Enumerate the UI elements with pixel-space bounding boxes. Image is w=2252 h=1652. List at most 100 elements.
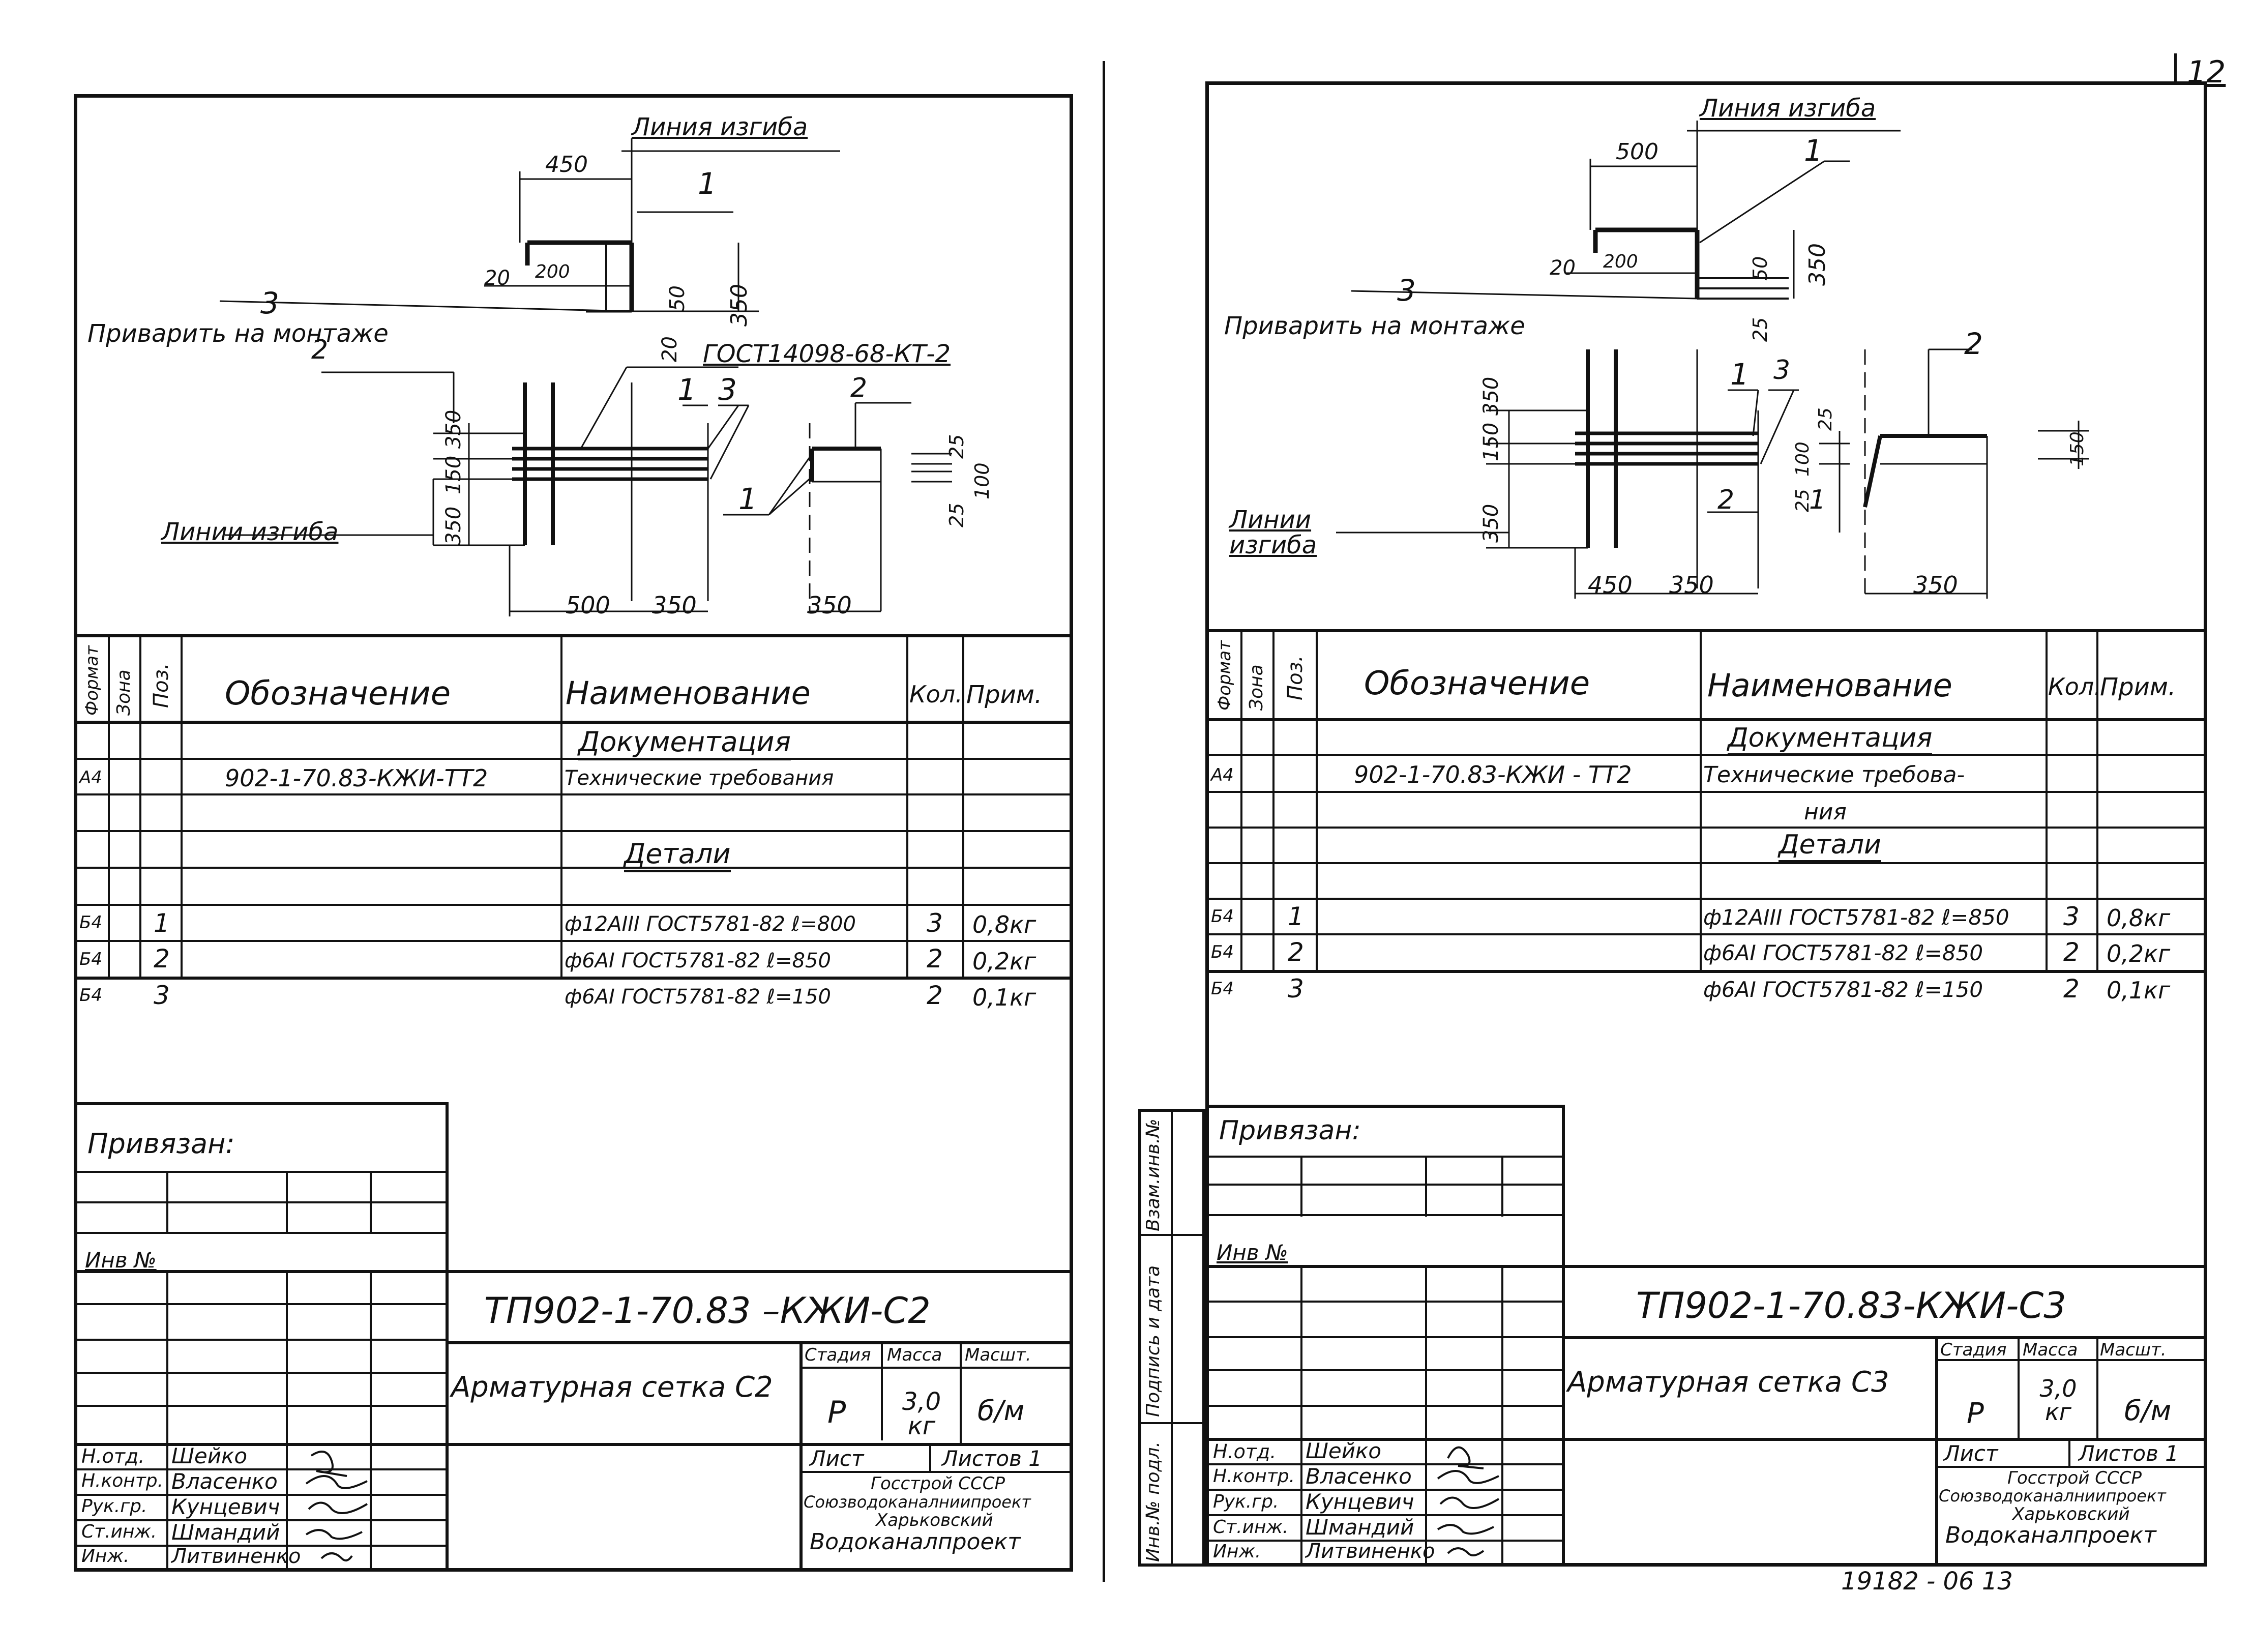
staff-name: Шмандий <box>171 1520 280 1545</box>
row-qty: 3 <box>2063 902 2080 931</box>
pos-label-1: 1 <box>698 166 717 201</box>
section-parts: Детали <box>624 840 731 872</box>
row-note: 0,2кг <box>2107 940 2171 967</box>
tb-line <box>1562 1336 2206 1339</box>
header-note: Прим. <box>2100 673 2176 701</box>
dim-bottom-450: 450 <box>1588 571 1633 599</box>
stage-value: Р <box>1967 1397 1984 1430</box>
tb-line <box>1300 1156 1302 1217</box>
tb-line <box>1501 1265 1503 1565</box>
pos-label-1b: 1 <box>677 372 696 407</box>
tb-line <box>1501 1156 1503 1217</box>
row-line <box>1209 933 2206 935</box>
sheets-count: Листов 1 <box>942 1446 1042 1471</box>
col-line <box>139 634 141 977</box>
pos-label-3b: 3 <box>718 372 737 407</box>
section-docs: Документация <box>578 728 791 760</box>
row-line <box>1209 827 2206 829</box>
tb-line <box>1209 1463 1565 1465</box>
stamp-line <box>1171 1112 1173 1565</box>
pos-label-2b: 2 <box>850 373 868 403</box>
row-line <box>1209 754 2206 756</box>
tb-line <box>1562 1105 1565 1280</box>
col-line <box>108 634 110 977</box>
rebar-drawing-c2 <box>219 138 952 616</box>
mass-label: Масса <box>2023 1340 2078 1360</box>
tb-line <box>166 1171 168 1232</box>
stamp-signature-date: Подпись и дата <box>1143 1265 1164 1417</box>
tb-line <box>77 1372 449 1374</box>
staff-role: Н.контр. <box>1213 1466 1295 1487</box>
tb-line <box>286 1270 288 1570</box>
drawing-code: ТП902-1-70.83-КЖИ-С3 <box>1636 1285 2066 1326</box>
row-name: ф6АI ГОСТ5781-82 ℓ=850 <box>565 949 831 972</box>
tb-line <box>166 1270 168 1570</box>
col-line <box>1316 629 1318 970</box>
doc-name: Технические требования <box>565 766 834 790</box>
doc-name: Технические требова- <box>1703 762 1965 788</box>
tb-line <box>1209 1369 1565 1371</box>
section-parts: Детали <box>1779 832 1881 863</box>
bend-lines-bottom-label: Линии изгиба <box>161 518 339 546</box>
stamp-inv-podl: Инв.№ подл. <box>1143 1441 1164 1562</box>
col-line <box>181 634 183 977</box>
scale-label: Масшт. <box>965 1345 1031 1365</box>
table-top-border <box>1209 629 2206 632</box>
tb-line <box>77 1303 449 1305</box>
header-name: Наименование <box>566 674 811 712</box>
org-line-1: Госстрой СССР <box>871 1473 1005 1494</box>
tb-line <box>1209 1184 1565 1186</box>
doc-designation: 902-1-70.83-КЖИ-ТТ2 <box>225 764 488 792</box>
col-line <box>2096 629 2098 970</box>
tb-line <box>286 1171 288 1232</box>
tb-line <box>446 1341 1072 1344</box>
bend-line-top-label: Линия изгиба <box>1700 94 1876 123</box>
row-qty: 2 <box>2063 937 2080 967</box>
row-line <box>1209 862 2206 864</box>
bend-line-top-label: Линия изгиба <box>632 113 808 141</box>
scale-value: б/м <box>2124 1395 2172 1427</box>
org-line-1: Госстрой СССР <box>2007 1468 2142 1488</box>
sheet-c3: Линия изгиба Приварить на монтаже Линии … <box>1205 81 2207 1567</box>
header-zone: Зона <box>113 669 134 716</box>
sheet-label: Лист <box>810 1446 864 1471</box>
pos-label-1c: 1 <box>738 482 757 516</box>
tb-line <box>77 1494 449 1496</box>
row-line <box>77 830 1072 832</box>
table-bottom-border <box>1209 970 2206 973</box>
staff-role: Н.отд. <box>81 1445 145 1467</box>
row-format: Б4 <box>79 949 102 969</box>
pos-label-3b: 3 <box>1773 355 1791 386</box>
pos-label-2b: 2 <box>1717 485 1735 515</box>
tb-line <box>370 1270 372 1570</box>
mass-value: 3,0 кг <box>902 1388 941 1440</box>
dim-20a: 20 <box>484 267 510 290</box>
staff-role: Ст.инж. <box>1213 1517 1289 1538</box>
tb-line <box>77 1102 449 1105</box>
dim-bottom-350a: 350 <box>1669 571 1714 599</box>
dim-200: 200 <box>535 261 570 282</box>
tb-line <box>929 1443 931 1471</box>
row-line <box>77 940 1072 942</box>
staff-role: Инж. <box>1213 1541 1261 1562</box>
row-name: ф12АIII ГОСТ5781-82 ℓ=800 <box>565 912 856 936</box>
row-pos: 1 <box>154 908 170 938</box>
tb-line <box>77 1201 449 1203</box>
header-note: Прим. <box>966 681 1043 709</box>
doc-format: А4 <box>79 768 102 788</box>
tb-line <box>1425 1265 1427 1565</box>
org-line-4: Водоканалпроект <box>810 1529 1021 1555</box>
staff-name: Шмандий <box>1306 1515 1414 1540</box>
tb-line <box>77 1232 449 1234</box>
header-zone: Зона <box>1246 664 1267 711</box>
col-line <box>560 634 562 977</box>
pos-label-1c: 1 <box>1809 485 1826 515</box>
header-qty: Кол. <box>2048 673 2101 700</box>
gost-note: ГОСТ14098-68-КТ-2 <box>703 340 951 368</box>
tb-line <box>1209 1214 1565 1216</box>
col-line <box>1700 629 1702 970</box>
row-pos: 2 <box>154 944 170 973</box>
pos-label-1b: 1 <box>1730 357 1749 392</box>
row-qty: 2 <box>2063 974 2080 1004</box>
tb-line <box>1209 1438 2206 1441</box>
